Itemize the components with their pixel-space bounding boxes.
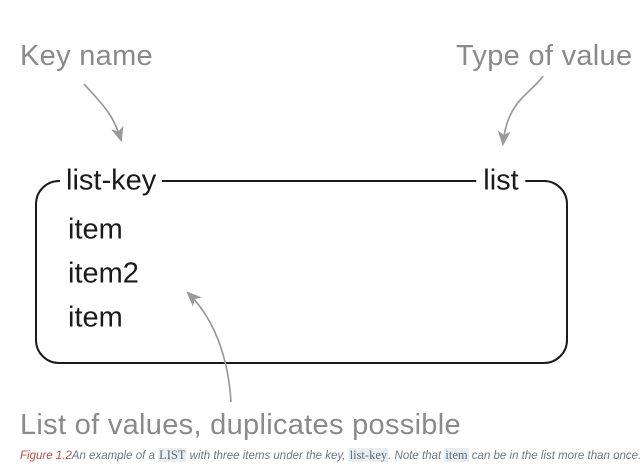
type-of-value-label: Type of value [456,40,633,72]
list-of-values-label: List of values, duplicates possible [20,409,461,441]
list-of-values-arrow [186,291,232,403]
caption-code-list-key: list-key [348,448,389,462]
caption-code-list: LIST [158,448,187,462]
list-box-outline [35,180,568,364]
caption-text: An example of a [71,450,159,462]
caption-text: . Note that [388,450,445,462]
figure-caption: Figure 1.2An example of a LIST with thre… [20,448,640,463]
caption-code-item: item [444,448,469,462]
list-item: item [68,213,123,246]
value-type-name: list [476,164,526,198]
caption-text: with three items under the key, [186,450,349,462]
key-name-label: Key name [20,40,153,72]
list-item: item [68,301,123,334]
type-of-value-arrow [497,75,544,147]
key-name-arrow [83,83,124,143]
caption-text: can be in the list more than once. [468,450,640,462]
list-key-name: list-key [60,164,163,198]
list-item: item2 [68,257,139,290]
figure-number: Figure 1.2 [20,450,72,462]
